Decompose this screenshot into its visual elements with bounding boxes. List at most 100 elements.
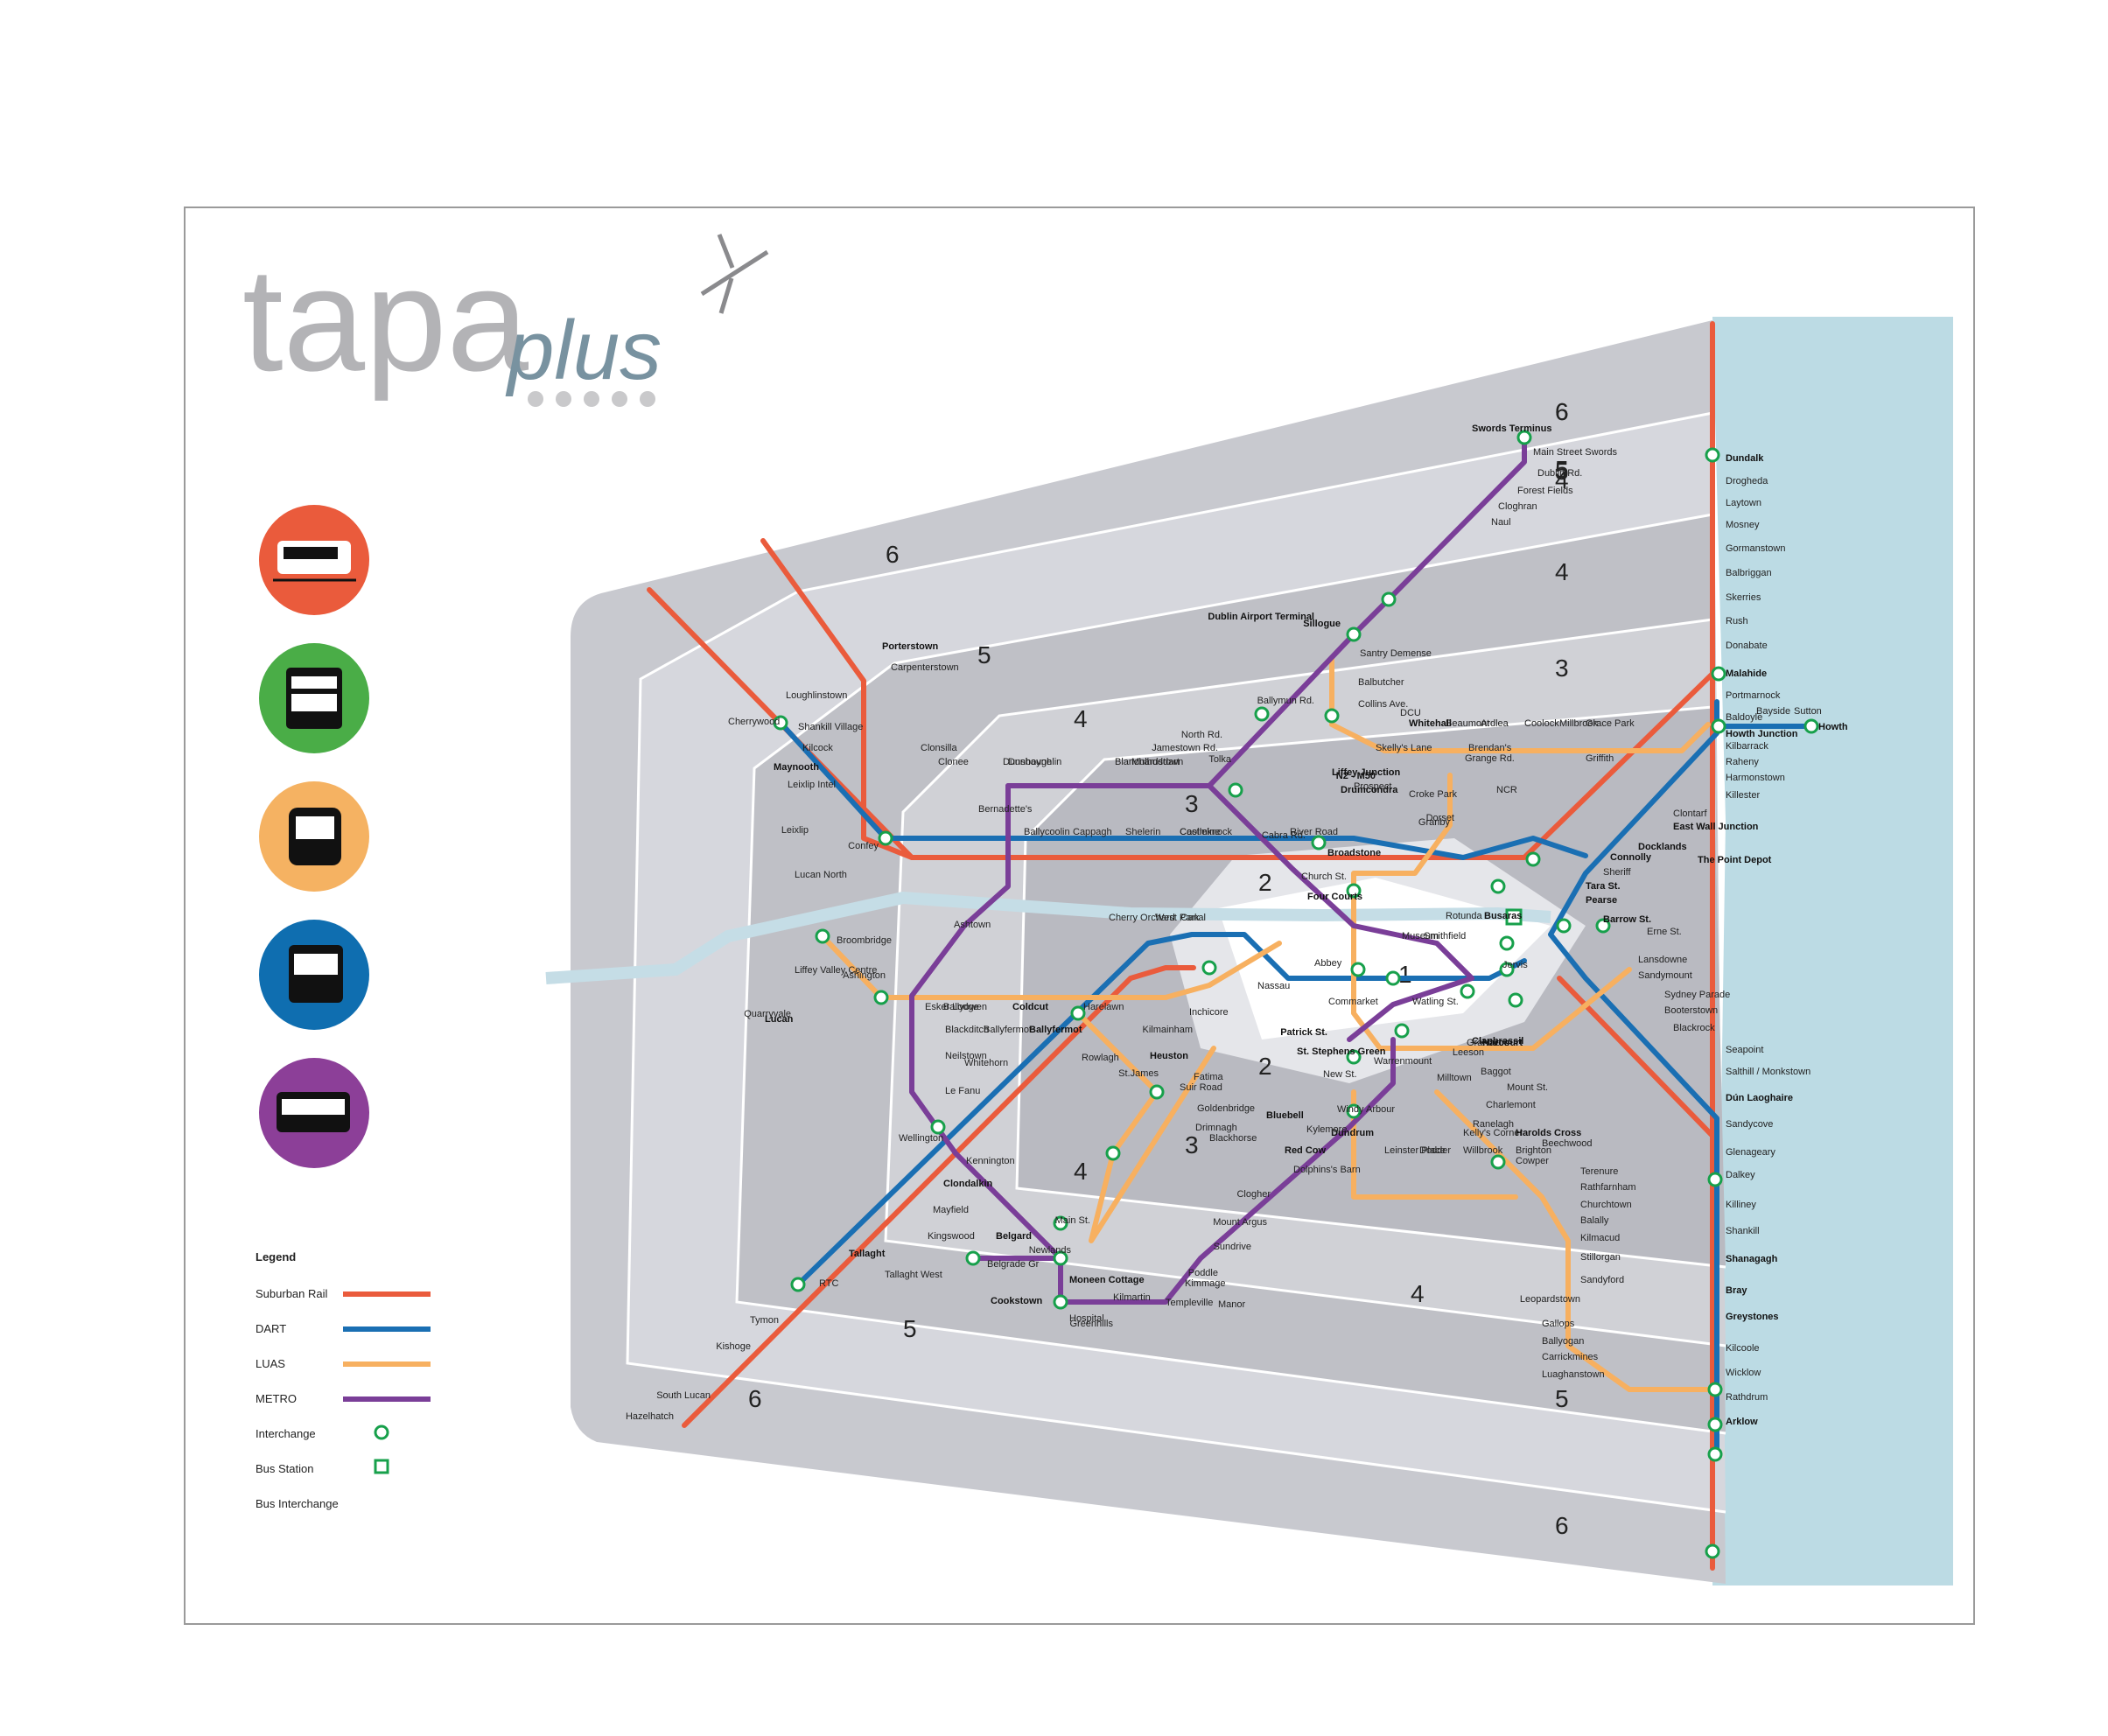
station-label[interactable]: Kilmacud <box>1580 1233 1620 1243</box>
station-label[interactable]: Kelly's Corner <box>1463 1128 1523 1138</box>
station-label[interactable]: Cappagh <box>1073 827 1112 837</box>
station-label[interactable]: Raheny <box>1726 757 1759 767</box>
station-label[interactable]: Esker Lodge <box>925 1002 979 1012</box>
station-label[interactable]: Rush <box>1726 616 1748 626</box>
station-label[interactable]: Kingswood <box>928 1231 975 1242</box>
station-label[interactable]: DCU <box>1400 708 1421 718</box>
station-label[interactable]: Watling St. <box>1412 997 1459 1007</box>
station-label[interactable]: Booterstown <box>1664 1005 1718 1016</box>
station-label[interactable]: Clogher <box>1236 1189 1271 1200</box>
station-label[interactable]: Broombridge <box>837 935 892 946</box>
station-label[interactable]: N2 - M50 <box>1336 771 1376 781</box>
station-label[interactable]: Clontarf <box>1673 808 1707 819</box>
station-label[interactable]: Coolmine <box>1180 827 1220 837</box>
station-label[interactable]: Ballyogan <box>1542 1336 1584 1347</box>
station-label[interactable]: Patrick St. <box>1280 1027 1327 1038</box>
station-label[interactable]: Sandymount <box>1638 970 1692 981</box>
station-label[interactable]: Sillogue <box>1303 619 1341 629</box>
station-label[interactable]: Sandycove <box>1726 1119 1773 1130</box>
station-label[interactable]: Clonee <box>938 757 969 767</box>
station-label[interactable]: Main Street Swords <box>1533 447 1617 458</box>
station-label[interactable]: Blanchardstown <box>1115 757 1183 767</box>
station-label[interactable]: Goldenbridge <box>1197 1103 1255 1114</box>
station-label[interactable]: Bray <box>1726 1285 1747 1296</box>
station-label[interactable]: Swords Terminus <box>1472 424 1551 434</box>
station-label[interactable]: Luaghanstown <box>1542 1369 1605 1380</box>
station-label[interactable]: Drimnagh <box>1195 1123 1237 1133</box>
station-label[interactable]: Dunshaughlin <box>1003 757 1061 767</box>
station-label[interactable]: Skelly's Lane <box>1376 743 1432 753</box>
station-label[interactable]: Harcourt <box>1482 1038 1523 1048</box>
station-label[interactable]: Bayside <box>1756 706 1790 717</box>
station-label[interactable]: Loughlinstown <box>786 690 847 701</box>
station-label[interactable]: East Wall Junction <box>1673 822 1759 832</box>
station-label[interactable]: Mayfield <box>933 1205 969 1215</box>
station-label[interactable]: Dodder <box>1419 1145 1451 1156</box>
station-label[interactable]: Warrenmount <box>1374 1056 1432 1067</box>
station-label[interactable]: Milltown <box>1437 1073 1472 1083</box>
station-label[interactable]: Liffey Valley Centre <box>795 965 877 976</box>
station-label[interactable]: Harelawn <box>1083 1002 1124 1012</box>
station-label[interactable]: Harmonstown <box>1726 773 1785 783</box>
station-label[interactable]: Beaumont <box>1446 718 1489 729</box>
station-label[interactable]: Seapoint <box>1726 1045 1763 1055</box>
station-label[interactable]: Castleknock <box>1180 827 1232 837</box>
station-label[interactable]: Mulhuddart <box>1131 757 1180 767</box>
station-label[interactable]: Cabra Rd. <box>1262 830 1306 841</box>
station-label[interactable]: Bluebell <box>1266 1110 1304 1121</box>
station-label[interactable]: River Road <box>1290 827 1338 837</box>
station-label[interactable]: Shanagagh <box>1726 1254 1778 1264</box>
station-label[interactable]: West Park <box>1155 913 1200 923</box>
station-label[interactable]: Balbutcher <box>1358 677 1404 688</box>
station-label[interactable]: Leeson <box>1453 1047 1484 1058</box>
station-label[interactable]: Baldoyle <box>1726 712 1762 723</box>
station-label[interactable]: Rathdrum <box>1726 1392 1768 1403</box>
station-label[interactable]: Carpenterstown <box>891 662 959 673</box>
station-label[interactable]: Carrickmines <box>1542 1352 1599 1362</box>
station-label[interactable]: Naul <box>1491 517 1511 528</box>
station-label[interactable]: Four Courts <box>1307 892 1362 902</box>
station-label[interactable]: Neilstown <box>945 1051 987 1061</box>
station-label[interactable]: Ashtown <box>954 920 991 930</box>
station-label[interactable]: Arklow <box>1726 1417 1758 1427</box>
station-label[interactable]: Granby <box>1418 817 1451 828</box>
station-label[interactable]: Howth Junction <box>1726 729 1798 739</box>
station-label[interactable]: Lansdowne <box>1638 955 1687 965</box>
station-label[interactable]: Kilbarrack <box>1726 741 1768 752</box>
station-label[interactable]: Grace Park <box>1586 718 1635 729</box>
station-label[interactable]: Barrow St. <box>1603 914 1651 925</box>
station-label[interactable]: Greenhills <box>1069 1319 1113 1329</box>
station-label[interactable]: Dunboyne <box>1008 757 1052 767</box>
station-label[interactable]: Coldcut <box>1012 1002 1048 1012</box>
station-label[interactable]: St.James <box>1118 1068 1159 1079</box>
station-label[interactable]: Heuston <box>1150 1051 1188 1061</box>
station-label[interactable]: Broadstone <box>1327 848 1381 858</box>
station-label[interactable]: Cherry Orchard <box>1109 913 1175 923</box>
station-label[interactable]: Coolock <box>1524 718 1559 729</box>
station-label[interactable]: Hospital <box>1069 1313 1104 1324</box>
station-label[interactable]: Salthill / Monkstown <box>1726 1067 1810 1077</box>
station-label[interactable]: Busaras <box>1484 911 1522 921</box>
station-label[interactable]: Confey <box>848 841 879 851</box>
station-label[interactable]: Belgrade Gr <box>987 1259 1040 1270</box>
station-label[interactable]: Fatima <box>1194 1072 1224 1082</box>
station-label[interactable]: Clonsilla <box>921 743 957 753</box>
station-label[interactable]: Church St. <box>1301 872 1347 882</box>
station-label[interactable]: Blackrock <box>1673 1023 1715 1033</box>
station-label[interactable]: Canal <box>1180 913 1206 923</box>
station-label[interactable]: Sandyford <box>1580 1275 1624 1285</box>
station-label[interactable]: Kilcock <box>802 743 833 753</box>
station-label[interactable]: Charlemont <box>1486 1100 1536 1110</box>
station-label[interactable]: Balbriggan <box>1726 568 1772 578</box>
station-label[interactable]: Hazelhatch <box>626 1411 674 1422</box>
station-label[interactable]: Howth <box>1818 722 1848 732</box>
station-label[interactable]: Drogheda <box>1726 476 1768 486</box>
station-label[interactable]: Tymon <box>750 1315 779 1326</box>
station-label[interactable]: Ballyfermot <box>1029 1025 1082 1035</box>
station-label[interactable]: Gormanstown <box>1726 543 1785 554</box>
station-label[interactable]: Suir Road <box>1180 1082 1222 1093</box>
station-label[interactable]: Tolka <box>1208 754 1232 765</box>
station-label[interactable]: Dolphins's Barn <box>1293 1165 1361 1175</box>
station-label[interactable]: Greystones <box>1726 1312 1779 1322</box>
station-label[interactable]: Shankill <box>1726 1226 1760 1236</box>
